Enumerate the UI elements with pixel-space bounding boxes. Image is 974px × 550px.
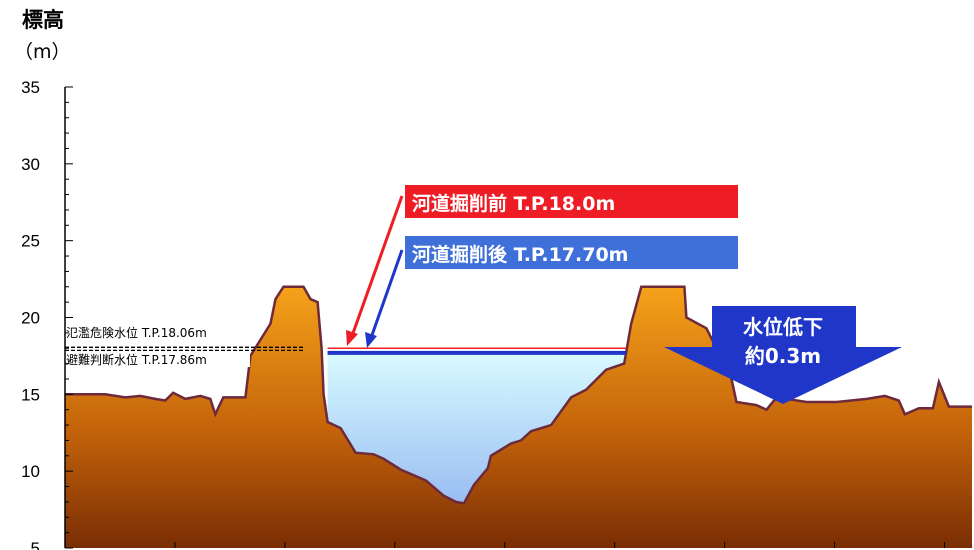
after-label-box	[405, 236, 738, 269]
before-label: 河道掘削前 T.P.18.0m	[412, 192, 615, 215]
flood-danger-label: 氾濫危険水位 T.P.18.06m	[66, 325, 207, 340]
y-tick-label: 20	[21, 309, 40, 328]
y-tick-label: 25	[21, 232, 40, 251]
after-pointer-arrow-shaft	[369, 249, 404, 339]
evacuation-label: 避難判断水位 T.P.17.86m	[66, 352, 207, 367]
flood-danger-label-bg	[64, 325, 250, 341]
before-pointer-arrow-head	[346, 330, 358, 346]
evacuation-label-bg	[64, 351, 250, 367]
drop-label-line1: 水位低下	[743, 315, 823, 339]
ground-profile	[65, 286, 972, 548]
y-tick-label: 35	[21, 78, 40, 97]
y-tick-label: 30	[21, 155, 40, 174]
before-label-box	[405, 185, 738, 218]
after-pointer-arrow-head	[365, 332, 377, 348]
y-axis: 5 10 15 20 25 30 35	[21, 78, 946, 550]
water-drop-down-arrow	[664, 306, 902, 404]
after-label: 河道掘削後 T.P.17.70m	[412, 243, 628, 266]
y-tick-label: 10	[21, 462, 40, 481]
y-axis-title: 標高	[22, 8, 64, 32]
y-tick-label: 5	[31, 539, 40, 550]
y-axis-unit: （m）	[14, 41, 71, 63]
before-pointer-arrow-shaft	[350, 195, 404, 337]
drop-label-line2: 約0.3m	[745, 344, 821, 368]
y-tick-label: 15	[21, 385, 40, 404]
